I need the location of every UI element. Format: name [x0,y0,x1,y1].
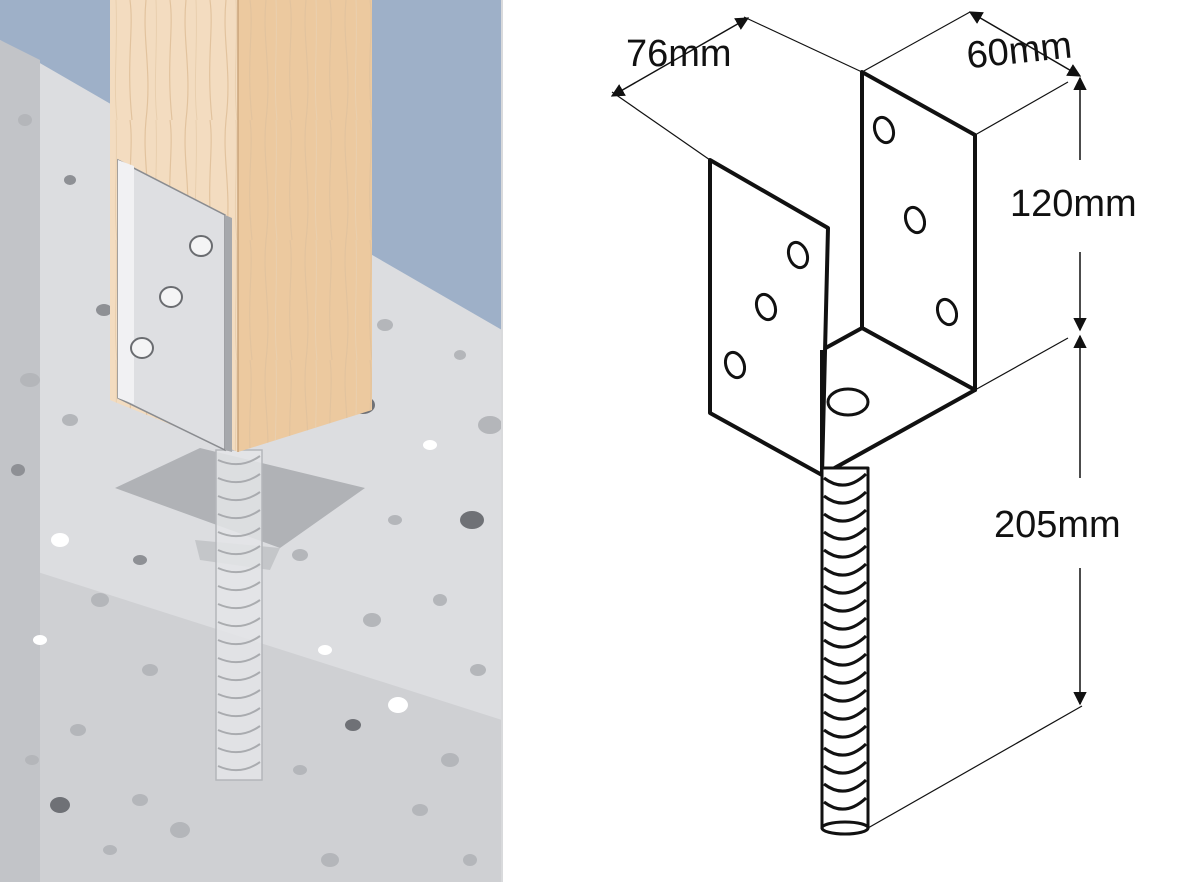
bracket-rebar-spike [820,466,870,836]
bracket-height-label: 120mm [1010,183,1137,225]
width-dimension-label: 76mm [626,33,732,75]
spike-length-label: 205mm [994,504,1121,546]
installed-post-scene [0,0,502,882]
concrete-speckles [11,114,502,867]
base-plate-hole [826,387,870,417]
concrete-left-edge [0,40,40,882]
width-dimension-line [610,17,750,97]
extension-lines [611,11,1083,829]
bracket-drawing [610,11,1087,836]
depth-dimension-label: 60mm [965,25,1074,78]
dimension-arrows [610,11,1087,706]
depth-dimension-line [968,11,1082,77]
steel-side-plate [117,158,232,452]
embedded-spike [215,449,263,781]
bracket-front-plate [708,158,830,477]
